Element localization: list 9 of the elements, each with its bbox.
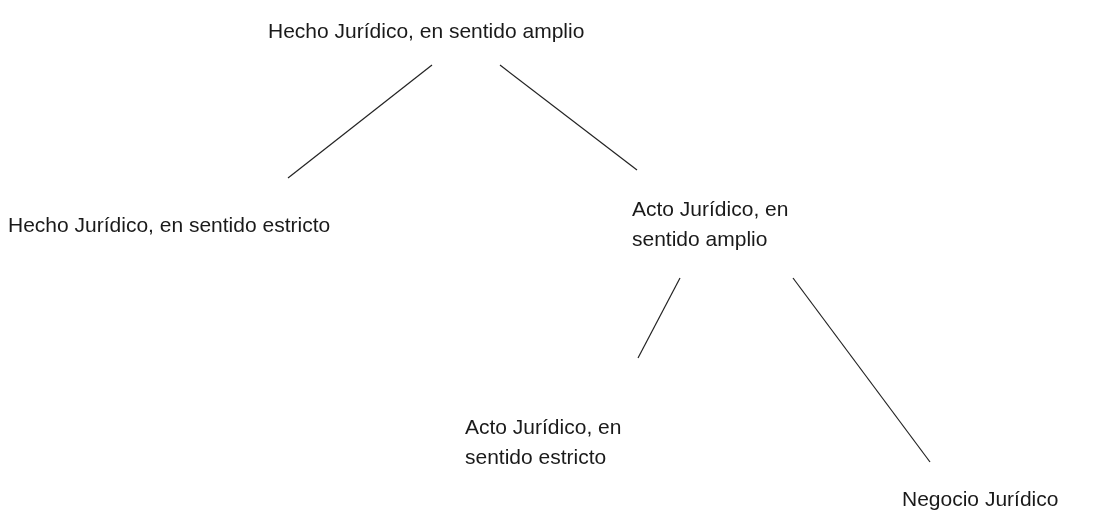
- node-label: Negocio Jurídico: [902, 486, 1060, 512]
- node-label: Acto Jurídico, en sentido amplio: [632, 196, 790, 252]
- connector-line: [637, 277, 681, 359]
- connector-line: [287, 64, 433, 179]
- node-label: Acto Jurídico, en sentido estricto: [465, 414, 623, 470]
- node-label: Hecho Jurídico, en sentido estricto: [8, 212, 332, 238]
- connector-line: [792, 277, 931, 463]
- connector-line: [499, 64, 638, 171]
- node-label: Hecho Jurídico, en sentido amplio: [268, 18, 586, 44]
